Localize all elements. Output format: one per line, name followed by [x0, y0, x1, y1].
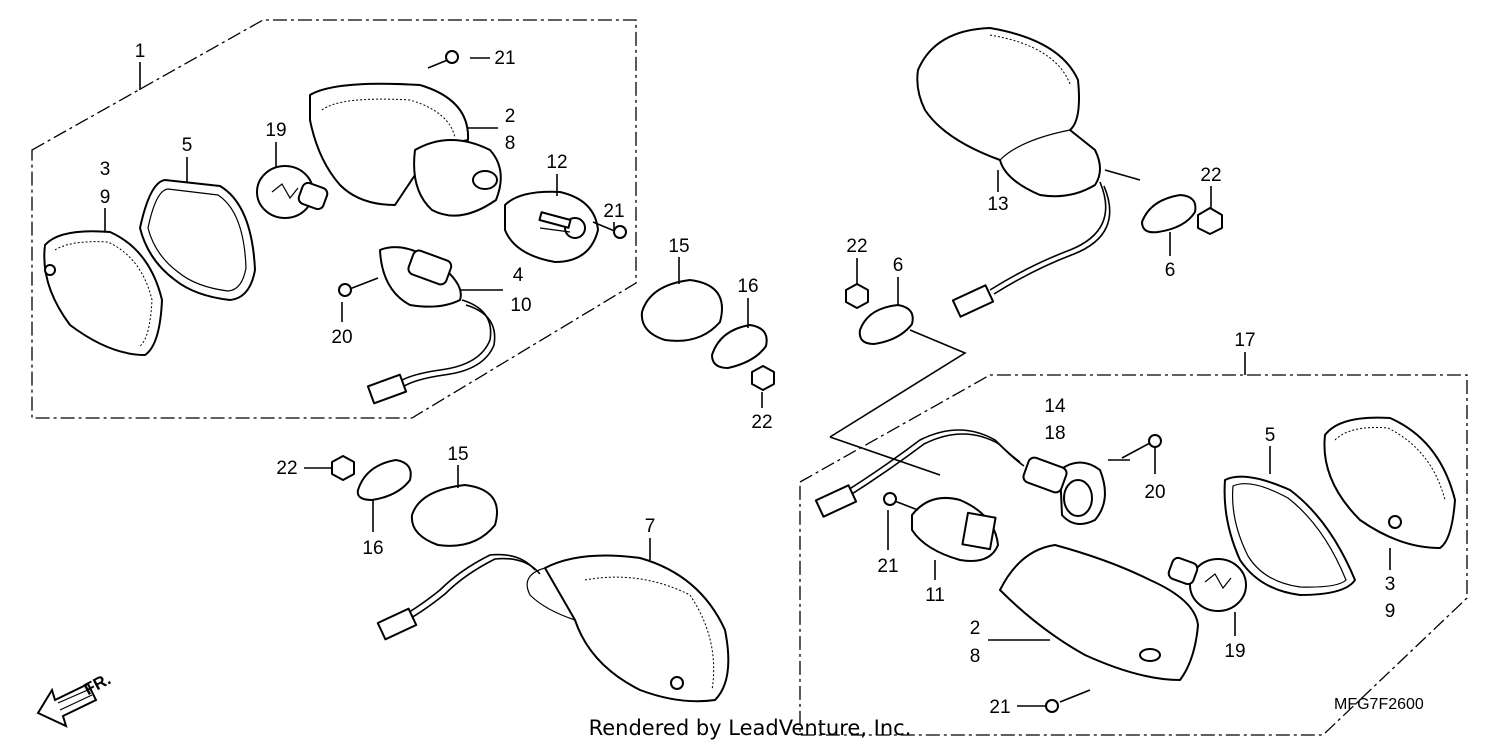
group-box-17: [799, 374, 1468, 736]
callout-10: 10: [510, 295, 531, 316]
screw-21d: [1045, 689, 1091, 713]
callout-12: 12: [546, 152, 567, 173]
callout-21-c: 21: [877, 556, 898, 577]
bulb-left: [256, 165, 329, 219]
callout-3-b: 3: [1385, 574, 1396, 595]
connector-line: [829, 329, 967, 438]
callout-16-b: 16: [362, 538, 383, 559]
rubber-15a: [640, 279, 723, 342]
callout-20: 20: [331, 327, 352, 348]
nut-22a: [751, 365, 775, 391]
screw-21c: [883, 492, 919, 511]
callout-16: 16: [737, 276, 758, 297]
callout-19: 19: [265, 120, 286, 141]
plate-16b: [356, 459, 412, 501]
callout-6: 6: [893, 255, 904, 276]
harness-right: [839, 429, 1021, 496]
lens-right: [1323, 416, 1456, 549]
leader-lines: [104, 57, 1391, 707]
socket-11: [911, 496, 999, 562]
socket-14-18: [1022, 456, 1106, 525]
plate-16a: [711, 324, 768, 369]
socket-12: [504, 190, 599, 263]
callout-2-b: 2: [970, 618, 981, 639]
callout-8-b: 8: [970, 646, 981, 667]
callout-19-b: 19: [1224, 641, 1245, 662]
callout-6-b: 6: [1165, 260, 1176, 281]
callout-21: 21: [494, 48, 515, 69]
bulb-right: [1167, 556, 1247, 612]
screw-20a: [338, 277, 379, 297]
callout-17: 17: [1234, 330, 1255, 351]
callout-15-b: 15: [447, 444, 468, 465]
callout-2: 2: [505, 106, 516, 127]
callout-22-c: 22: [1200, 165, 1221, 186]
callout-8: 8: [505, 133, 516, 154]
callout-4: 4: [513, 265, 524, 286]
nut-22b: [845, 283, 869, 309]
gasket-right: [1223, 475, 1356, 596]
callout-11: 11: [925, 585, 945, 606]
callout-13: 13: [987, 194, 1008, 215]
gasket-left: [139, 179, 256, 301]
callout-3: 3: [100, 159, 111, 180]
callout-14: 14: [1044, 396, 1066, 417]
callout-18: 18: [1044, 423, 1065, 444]
plate-6a: [858, 304, 914, 345]
callout-22-d: 22: [276, 458, 297, 479]
lens-left: [43, 230, 163, 356]
plate-6b: [1141, 194, 1197, 234]
callout-9: 9: [100, 187, 111, 208]
callout-15: 15: [668, 236, 689, 257]
nut-22c: [1197, 207, 1223, 235]
housing-left: [309, 82, 502, 217]
housing-right: [999, 544, 1199, 681]
screw-21a: [427, 50, 459, 69]
callout-5-b: 5: [1265, 425, 1276, 446]
callout-21-b: 21: [603, 201, 624, 222]
callout-21-d: 21: [989, 697, 1010, 718]
connector-line-2: [829, 436, 941, 476]
callout-1: 1: [135, 41, 146, 62]
socket-harness-left: [366, 246, 496, 405]
rubber-15b: [410, 484, 498, 547]
credit-text: Rendered by LeadVenture, Inc.: [588, 716, 912, 740]
turn-signal-7: [376, 553, 730, 703]
callout-22: 22: [751, 412, 772, 433]
callout-labels: 1 21 2 8 19 5 3 9 12 21 4 10 20 15 16 22…: [100, 41, 1396, 718]
callout-5: 5: [182, 135, 193, 156]
callout-7: 7: [645, 516, 656, 537]
group-box-1: [31, 19, 637, 419]
turn-signal-13: [916, 27, 1141, 318]
screw-21b: [592, 221, 627, 239]
diagram-code: MFG7F2600: [1334, 696, 1424, 713]
nut-22d: [331, 455, 355, 481]
callout-20-b: 20: [1144, 482, 1165, 503]
callout-22-b: 22: [846, 236, 867, 257]
callout-9-b: 9: [1385, 601, 1396, 622]
